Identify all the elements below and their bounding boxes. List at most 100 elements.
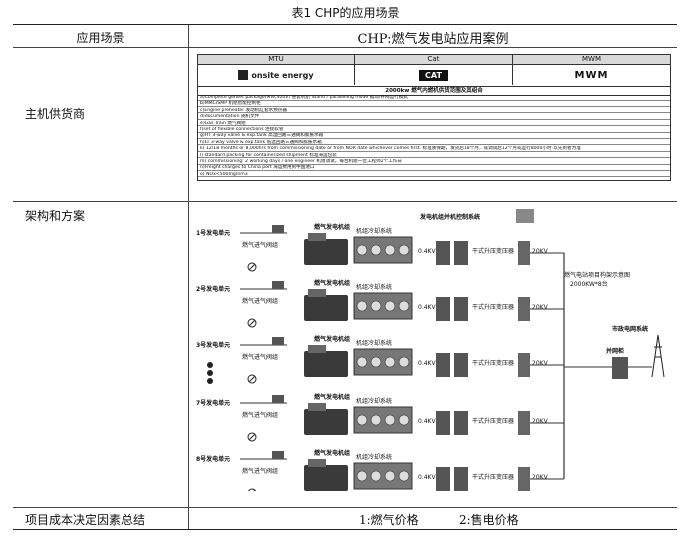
vendor-header-row: MTU Cat MWM [198, 55, 670, 65]
cooling-fan-icon [370, 244, 382, 256]
vendor-item-row: n)Freight charges to China port 海运费用到中国港… [198, 165, 670, 171]
cooling-fan-icon [398, 470, 410, 482]
transformer-icon [518, 467, 530, 491]
switchgear-icon [454, 297, 468, 321]
supplier-cell: MTU Cat MWM onsite energy CAT MWM 2000kw… [189, 47, 677, 201]
cooling-label: 机组冷却系统 [356, 283, 392, 291]
cooling-fan-icon [384, 244, 396, 256]
no-smoking-icon-slash [248, 433, 256, 441]
cooling-fan-icon [398, 356, 410, 368]
no-smoking-icon-slash [248, 319, 256, 327]
column-divider [188, 25, 189, 529]
vendor-table: MTU Cat MWM onsite energy CAT MWM 2000kw… [197, 54, 671, 181]
row-label-supplier: 主机供货商 [25, 107, 86, 121]
genset-top-icon [308, 289, 326, 297]
parallel-cabinet-icon [612, 357, 628, 379]
gas-valve-label: 燃气进气阀组 [242, 467, 278, 475]
cat-logo: CAT [355, 65, 513, 85]
cooling-fan-icon [370, 470, 382, 482]
genset-top-icon [308, 403, 326, 411]
genset-icon [304, 239, 348, 265]
gas-valve-icon [272, 281, 284, 289]
transformer-label: 干式升压变压器 [472, 359, 514, 367]
unit-label: 8号发电单元 [196, 455, 230, 463]
gas-valve-icon [272, 337, 284, 345]
cooling-fan-icon [370, 300, 382, 312]
cooling-fan-icon [356, 300, 368, 312]
no-smoking-icon-slash [248, 263, 256, 271]
mwm-logo-text: MWM [574, 69, 609, 81]
vendor-item-row: b)MMC/SMP 机组智能控制柜 [198, 101, 670, 107]
genset-top-icon [308, 345, 326, 353]
gas-valve-label: 燃气进气阀组 [242, 241, 278, 249]
voltage-high-label: 20KV [532, 304, 549, 311]
genset-label: 燃气发电机组 [314, 335, 350, 343]
cooling-fan-icon [356, 356, 368, 368]
cooling-fan-icon [384, 356, 396, 368]
cooling-fan-icon [384, 300, 396, 312]
gas-valve-icon [272, 225, 284, 233]
cooling-fan-icon [384, 470, 396, 482]
switchgear-icon [436, 353, 450, 377]
voltage-low-label: 0.4KV [418, 418, 436, 425]
cooling-fan-icon [370, 414, 382, 426]
genset-top-icon [308, 459, 326, 467]
unit-label: 3号发电单元 [196, 341, 230, 349]
ellipsis-dot [207, 370, 213, 376]
cooling-label: 机组冷却系统 [356, 227, 392, 235]
vendor-item-row: a)Complete genset package(MW,400V) 整套机组 … [198, 95, 670, 101]
transformer-label: 干式升压变压器 [472, 247, 514, 255]
voltage-low-label: 0.4KV [418, 474, 436, 481]
vendor-item-row: c)Engine preheater 发动机缸套水预热器 [198, 108, 670, 114]
vendor-name: MWM [581, 55, 601, 63]
voltage-low-label: 0.4KV [418, 304, 436, 311]
vendor-item-row: l) standard packing for containerized sh… [198, 153, 670, 159]
genset-label: 燃气发电机组 [314, 393, 350, 401]
switchgear-icon [454, 353, 468, 377]
cooling-fan-icon [398, 244, 410, 256]
vendor-item-row: m) commissioning: 2 working days / one e… [198, 159, 670, 165]
cooling-fan-icon [398, 300, 410, 312]
row-label-cost: 项目成本决定因素总结 [25, 513, 146, 527]
row-divider [13, 507, 677, 508]
no-smoking-icon [247, 318, 257, 328]
cooling-fan-icon [356, 414, 368, 426]
genset-icon [304, 351, 348, 377]
station-sub-label: 2000KW*8台 [570, 280, 608, 288]
genset-label: 燃气发电机组 [314, 449, 350, 457]
unit-label: 2号发电单元 [196, 285, 230, 293]
cooling-fan-icon [384, 414, 396, 426]
vendor-item-row: h)LT 3-way valve & exp.tank 低温回路三通阀和膨胀水箱 [198, 140, 670, 146]
gas-valve-label: 燃气进气阀组 [242, 297, 278, 305]
switchgear-icon [436, 411, 450, 435]
no-smoking-icon [247, 488, 257, 491]
vendor-item-row: g)HT 3-way valve & exp.tank 高温回路三通阀和膨胀水箱 [198, 133, 670, 139]
cooling-label: 机组冷却系统 [356, 339, 392, 347]
header-right: CHP:燃气发电站应用案例 [357, 32, 509, 47]
control-cabinet-icon [516, 209, 534, 223]
cost-factor-power: 2:售电价格 [459, 513, 519, 527]
voltage-high-label: 20KV [532, 248, 549, 255]
gas-valve-icon [272, 395, 284, 403]
grid-label: 市政电网系统 [612, 325, 648, 333]
gas-valve-icon [272, 451, 284, 459]
genset-icon [304, 465, 348, 491]
transformer-label: 干式升压变压器 [472, 417, 514, 425]
row-divider [13, 47, 677, 48]
table-caption: 表1 CHP的应用场景 [291, 6, 400, 20]
onsite-logo-icon [238, 70, 249, 80]
unit-label: 1号发电单元 [196, 229, 230, 237]
genset-top-icon [308, 233, 326, 241]
genset-icon [304, 409, 348, 435]
transformer-icon [518, 411, 530, 435]
cost-factor-gas: 1:燃气价格 [359, 513, 419, 527]
no-smoking-icon [247, 262, 257, 272]
switchgear-icon [436, 467, 450, 491]
cooling-fan-icon [370, 356, 382, 368]
transformer-icon [518, 353, 530, 377]
gas-valve-label: 燃气进气阀组 [242, 411, 278, 419]
power-tower-icon [651, 334, 665, 378]
voltage-high-label: 20KV [532, 360, 549, 367]
